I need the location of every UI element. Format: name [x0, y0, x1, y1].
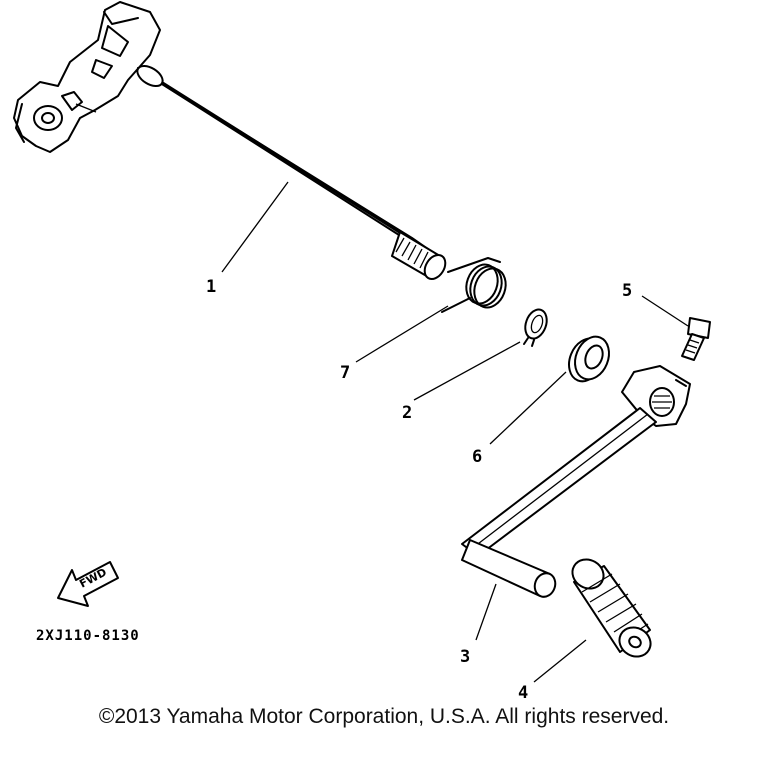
leader-2	[413, 341, 521, 401]
leader-lines	[221, 181, 689, 683]
callout-2: 2	[402, 403, 412, 423]
callout-3: 3	[460, 647, 470, 667]
copyright-notice: ©2013 Yamaha Motor Corporation, U.S.A. A…	[98, 705, 670, 728]
callout-4: 4	[518, 683, 528, 703]
part-4-pedal-rubber	[571, 558, 652, 658]
diagram-part-code: 2XJ110-8130	[36, 628, 140, 644]
fwd-arrow-icon: FWD	[57, 561, 119, 607]
part-2-circlip	[523, 308, 548, 347]
part-3-shift-pedal	[461, 365, 691, 598]
leader-3	[475, 583, 497, 641]
part-5-bolt	[681, 317, 711, 361]
leader-5	[641, 295, 689, 327]
part-1-shift-shaft	[13, 1, 447, 281]
callout-5: 5	[622, 281, 632, 301]
leader-4	[533, 639, 587, 683]
part-6-oil-seal	[568, 335, 610, 383]
callout-6: 6	[472, 447, 482, 467]
part-7-torsion-spring	[441, 257, 507, 313]
leader-7	[355, 305, 449, 363]
leader-6	[489, 371, 567, 445]
callout-1: 1	[206, 277, 216, 297]
callout-7: 7	[340, 363, 350, 383]
leader-1	[221, 181, 289, 273]
